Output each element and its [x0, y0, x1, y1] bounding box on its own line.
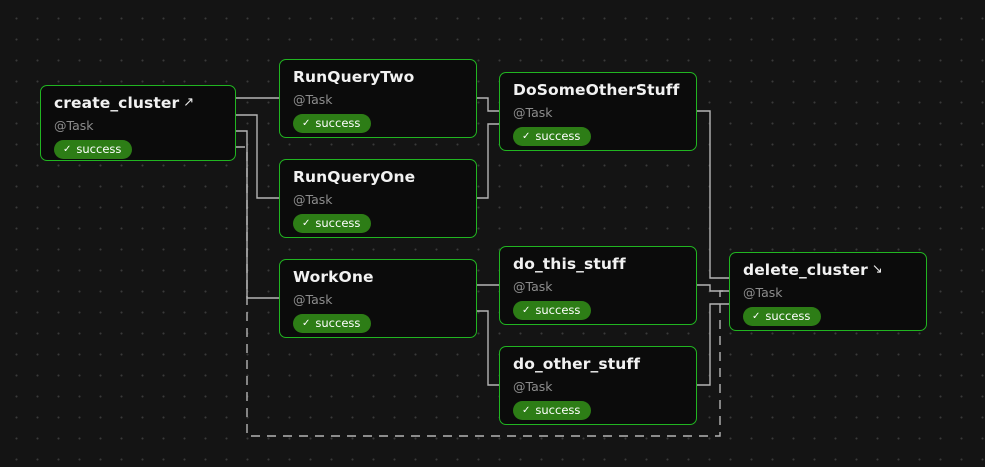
- node-title: do_other_stuff: [513, 355, 683, 373]
- status-badge-label: success: [535, 402, 581, 417]
- status-badge-label: success: [315, 115, 361, 130]
- status-badge-label: success: [315, 215, 361, 230]
- node-type-label: @Task: [293, 92, 333, 108]
- node-type-label: @Task: [293, 292, 333, 308]
- node-title: WorkOne: [293, 268, 463, 286]
- node-title: RunQueryTwo: [293, 68, 463, 86]
- status-badge: ✓ success: [743, 306, 822, 327]
- status-badge: ✓ success: [513, 400, 592, 421]
- check-icon: ✓: [522, 130, 531, 142]
- check-icon: ✓: [522, 304, 531, 316]
- node-do_other_stuff[interactable]: do_other_stuff @Task ✓ success: [499, 346, 697, 425]
- node-title: delete_cluster↘: [743, 261, 913, 279]
- node-title-text: do_this_stuff: [513, 255, 626, 273]
- node-title-text: RunQueryTwo: [293, 68, 415, 86]
- node-title-text: delete_cluster: [743, 261, 868, 279]
- status-badge: ✓ success: [293, 213, 372, 234]
- edge-DoSomeOtherStuff-to-delete_cluster: [697, 110, 729, 279]
- node-type-label: @Task: [513, 105, 553, 121]
- edge-RunQueryTwo-to-DoSomeOtherStuff: [477, 97, 499, 112]
- node-title-text: do_other_stuff: [513, 355, 641, 373]
- status-badge-label: success: [535, 128, 581, 143]
- edge-WorkOne-to-do_other_stuff: [477, 310, 499, 386]
- edge-create_cluster-to-RunQueryOne: [236, 114, 279, 199]
- node-type-label: @Task: [743, 285, 783, 301]
- node-type-label: @Task: [293, 192, 333, 208]
- status-badge-row: ✓ success: [293, 307, 463, 334]
- check-icon: ✓: [752, 310, 761, 322]
- node-create_cluster[interactable]: create_cluster↗ @Task ✓ success: [40, 85, 236, 161]
- status-badge-row: ✓ success: [743, 300, 913, 327]
- node-title: do_this_stuff: [513, 255, 683, 273]
- node-delete_cluster[interactable]: delete_cluster↘ @Task ✓ success: [729, 252, 927, 331]
- node-type-label: @Task: [54, 118, 94, 134]
- status-badge: ✓ success: [513, 300, 592, 321]
- arrow-down-right-icon: ↘: [871, 262, 883, 278]
- status-badge-label: success: [76, 141, 122, 156]
- edge-do_this_stuff-to-delete_cluster: [697, 284, 729, 292]
- status-badge-row: ✓ success: [513, 294, 683, 321]
- status-badge-row: ✓ success: [54, 133, 222, 160]
- status-badge-label: success: [765, 308, 811, 323]
- edge-create_cluster-to-WorkOne: [236, 130, 279, 299]
- node-title: create_cluster↗: [54, 94, 222, 112]
- status-badge: ✓ success: [293, 313, 372, 334]
- edge-do_other_stuff-to-delete_cluster: [697, 303, 729, 386]
- check-icon: ✓: [302, 317, 311, 329]
- status-badge-row: ✓ success: [513, 120, 683, 147]
- status-badge-row: ✓ success: [293, 107, 463, 134]
- edge-RunQueryOne-to-DoSomeOtherStuff: [477, 123, 499, 199]
- check-icon: ✓: [302, 217, 311, 229]
- check-icon: ✓: [63, 143, 72, 155]
- status-badge-row: ✓ success: [293, 207, 463, 234]
- node-DoSomeOtherStuff[interactable]: DoSomeOtherStuff @Task ✓ success: [499, 72, 697, 151]
- status-badge-label: success: [315, 315, 361, 330]
- node-title: DoSomeOtherStuff: [513, 81, 683, 99]
- node-title-text: create_cluster: [54, 94, 180, 112]
- node-type-label: @Task: [513, 379, 553, 395]
- node-RunQueryOne[interactable]: RunQueryOne @Task ✓ success: [279, 159, 477, 238]
- node-WorkOne[interactable]: WorkOne @Task ✓ success: [279, 259, 477, 338]
- node-type-label: @Task: [513, 279, 553, 295]
- status-badge: ✓ success: [513, 126, 592, 147]
- node-RunQueryTwo[interactable]: RunQueryTwo @Task ✓ success: [279, 59, 477, 138]
- node-title: RunQueryOne: [293, 168, 463, 186]
- status-badge: ✓ success: [54, 139, 133, 160]
- check-icon: ✓: [302, 117, 311, 129]
- node-title-text: RunQueryOne: [293, 168, 416, 186]
- node-title-text: WorkOne: [293, 268, 374, 286]
- status-badge-label: success: [535, 302, 581, 317]
- arrow-up-right-icon: ↗: [183, 95, 195, 111]
- check-icon: ✓: [522, 404, 531, 416]
- status-badge: ✓ success: [293, 113, 372, 134]
- status-badge-row: ✓ success: [513, 394, 683, 421]
- node-do_this_stuff[interactable]: do_this_stuff @Task ✓ success: [499, 246, 697, 325]
- node-title-text: DoSomeOtherStuff: [513, 81, 680, 99]
